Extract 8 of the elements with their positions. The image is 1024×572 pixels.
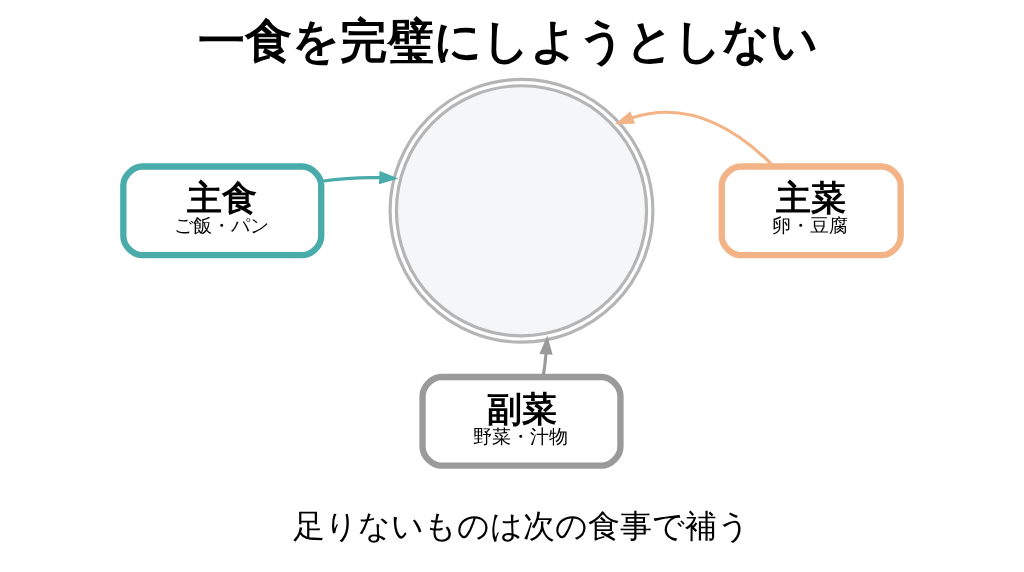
diagram-title: 一食を完璧にしようとしない (197, 13, 818, 69)
arrow (539, 335, 553, 377)
node-circle (388, 77, 655, 344)
arrow (321, 170, 399, 185)
node-box: 副菜 野菜・汁物 (419, 373, 624, 469)
node-box: 主食 ご飯・パン (120, 163, 325, 259)
node-box: 主菜 卵・豆腐 (718, 163, 904, 259)
caption: 足りないものは次の食事で補う (293, 507, 750, 544)
